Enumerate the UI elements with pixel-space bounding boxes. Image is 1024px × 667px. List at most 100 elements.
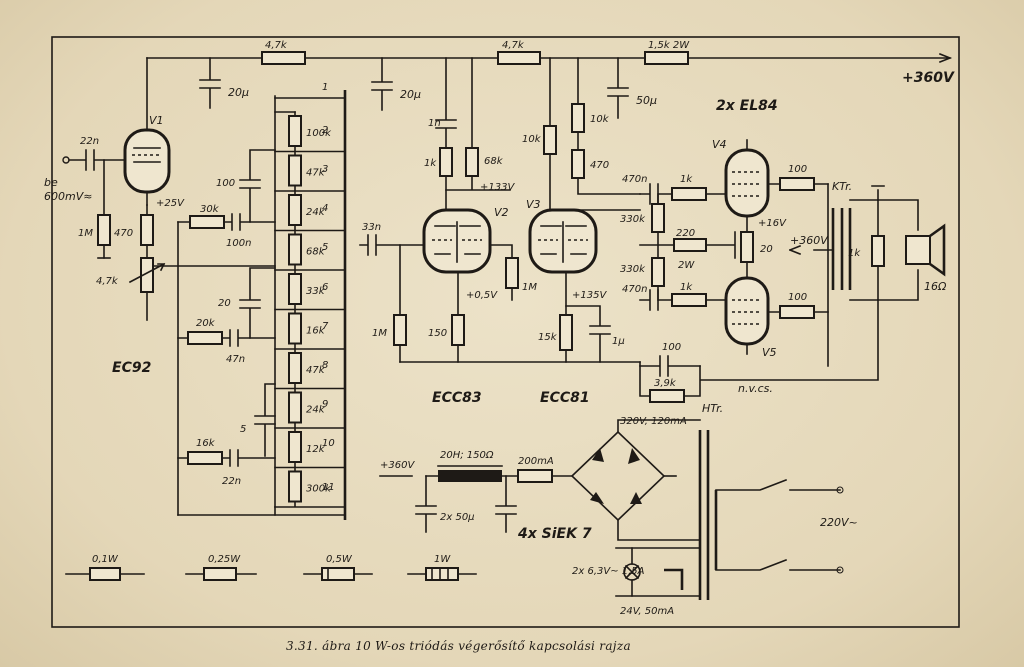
- ladder-resistor-label: 16k: [306, 326, 326, 337]
- c-in-label: 22n: [80, 136, 99, 147]
- driver-network: [639, 183, 754, 311]
- r-grid-1k-2-label: 1k: [680, 282, 693, 293]
- v5-label: V5: [762, 346, 777, 359]
- ladder-wire: [274, 427, 346, 469]
- ladder-resistor: [288, 194, 302, 226]
- v45-type-label: 2x EL84: [716, 98, 778, 114]
- c-1n-label: 1n: [428, 118, 441, 129]
- r-1m-label: 1M: [522, 282, 537, 293]
- ktr-label: KTr.: [832, 180, 852, 193]
- b-plus-label: +360V: [902, 70, 955, 86]
- r-out-1k-label: 1k: [848, 248, 861, 259]
- v1-type-label: EC92: [112, 360, 151, 376]
- ladder-tap-1: 1: [322, 82, 328, 93]
- r-330k-2-label: 330k: [620, 264, 646, 275]
- pot-20-label: 20: [760, 244, 773, 255]
- secondary-label: 320V, 120mA: [620, 416, 687, 427]
- stage2-network: [359, 57, 641, 363]
- ladder-resistor-label: 300k: [306, 484, 332, 495]
- v2-grid-label: 1M: [372, 328, 387, 339]
- ladder-resistor: [288, 470, 302, 503]
- ladder-wire: [274, 466, 346, 508]
- ladder-tap-5: 5: [322, 242, 328, 253]
- input-be-label: be: [44, 176, 58, 189]
- r-screen-1-label: 100: [788, 164, 807, 175]
- ladder-resistor-label: 68k: [306, 247, 326, 258]
- ladder-tap-3: 3: [322, 164, 328, 175]
- r-grid-label: 1M: [78, 228, 93, 239]
- c100-label: 100: [216, 178, 235, 189]
- ladder-wire: [274, 387, 346, 429]
- ladder-tap-10: 10: [322, 438, 335, 449]
- ladder-resistor-label: 24k: [306, 207, 326, 218]
- screen-resistors: [767, 177, 829, 367]
- ladder-wire: [274, 150, 346, 192]
- ladder-resistor-label: 24k: [306, 405, 326, 416]
- input-level-label: 600mV≈: [44, 190, 92, 203]
- output-transformer: [788, 185, 946, 301]
- r-15k-label: 15k: [538, 332, 558, 343]
- ladder-wire: [274, 190, 346, 232]
- aux-winding-label: 24V, 50mA: [620, 606, 674, 617]
- ladder-wire: [274, 229, 346, 271]
- r-220-watt-label: 2W: [678, 260, 695, 271]
- pot-label: 4,7k: [96, 276, 119, 287]
- ladder-tap-8: 8: [322, 360, 328, 371]
- ladder-wire: [274, 269, 346, 311]
- tube-v5: [724, 276, 770, 355]
- v2-cath-label: 150: [428, 328, 447, 339]
- ladder-resistor-label: 47k: [306, 365, 326, 376]
- figure-caption: 3.31. ábra 10 W-os triódás végerősítő ka…: [286, 639, 631, 653]
- b-plus-rail: [146, 51, 953, 131]
- r-470-label: 470: [590, 160, 609, 171]
- c-top2-label: 20µ: [400, 88, 421, 101]
- r-10k-a-label: 10k: [522, 134, 542, 145]
- ladder-tap-6: 6: [322, 282, 328, 293]
- tube-v2: [422, 208, 492, 274]
- nvcs-label: n.v.cs.: [738, 382, 773, 395]
- v2-cath-voltage: +0,5V: [466, 290, 498, 301]
- ladder-resistor: [288, 115, 302, 147]
- fuse-label: 200mA: [518, 456, 554, 467]
- stage3-network: [543, 57, 641, 363]
- legend-0-1w: 0,1W: [92, 554, 119, 565]
- c100n-label: 100n: [226, 238, 251, 249]
- c-470n-1-label: 470n: [622, 174, 647, 185]
- ladder-resistor-label: 100k: [306, 128, 332, 139]
- legend-1w: 1W: [434, 554, 451, 565]
- ladder-tap-11: 11: [322, 482, 335, 493]
- legend-0-25w: 0,25W: [208, 554, 241, 565]
- ladder-tap-7: 7: [322, 321, 329, 332]
- r-cath-label: 470: [114, 228, 133, 239]
- v1-label: V1: [149, 114, 164, 127]
- r-top1-label: 4,7k: [265, 40, 288, 51]
- tube-v3: [528, 208, 598, 274]
- frame: [51, 36, 960, 628]
- c-1u-label: 1µ: [612, 336, 625, 347]
- feedback-network: [639, 299, 879, 403]
- c-fb-label: 100: [662, 342, 681, 353]
- c-top1-label: 20µ: [228, 86, 249, 99]
- v3-type-label: ECC81: [540, 390, 590, 406]
- input-network: [62, 149, 276, 321]
- c-couple-label: 33n: [362, 222, 381, 233]
- r16k-label: 16k: [196, 438, 216, 449]
- c-top3-label: 50µ: [636, 94, 657, 107]
- power-supply: [379, 419, 844, 600]
- r-220-label: 220: [676, 228, 695, 239]
- ladder-resistor-label: 33k: [306, 286, 326, 297]
- tube-v4: [724, 139, 770, 218]
- output-b-plus-label: +360V: [790, 234, 829, 247]
- mains-label: 220V~: [820, 516, 858, 529]
- ladder-resistor: [288, 352, 302, 384]
- v3-label: V3: [526, 198, 541, 211]
- heater-label: 2x 6,3V~ 1,5A: [572, 566, 645, 577]
- ladder-wire: [274, 348, 346, 390]
- ladder-resistor: [288, 391, 302, 424]
- r30k-label: 30k: [200, 204, 220, 215]
- ladder-resistor: [288, 154, 302, 187]
- ladder-side-networks: [177, 149, 276, 516]
- r-top2-label: 4,7k: [502, 40, 525, 51]
